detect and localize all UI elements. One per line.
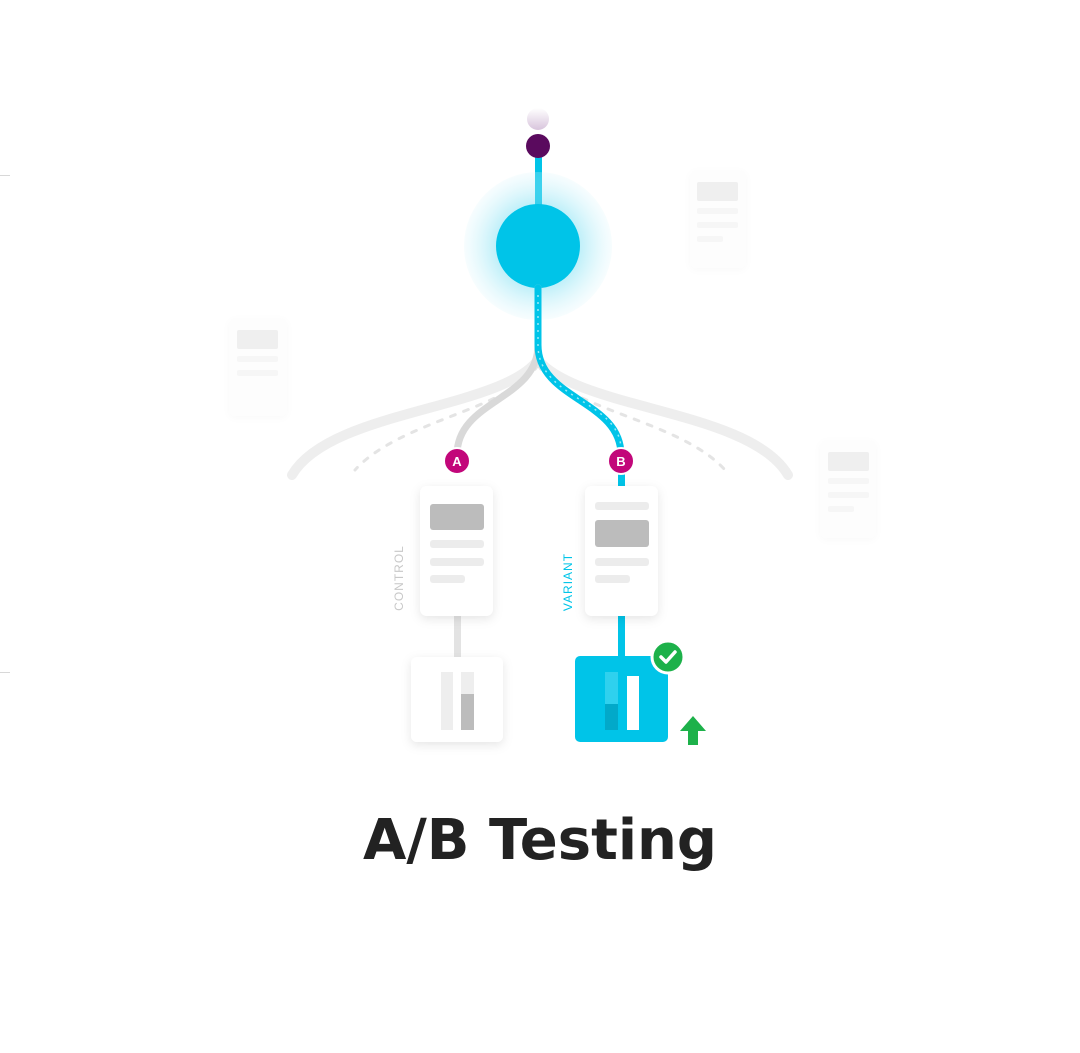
incoming-dot: [526, 134, 550, 158]
bg-card-right: [820, 440, 876, 538]
bg-card-left: [229, 318, 287, 416]
variant-result-bar-1-fill: [605, 704, 618, 730]
edge-tick-top: [0, 175, 10, 176]
control-label: CONTROL: [392, 545, 406, 611]
bg-dash-right: [536, 363, 727, 472]
control-result-bar-1: [441, 672, 453, 730]
variant-result-chart: [575, 656, 668, 742]
badge-b: B: [607, 447, 635, 475]
page-title: A/B Testing: [363, 808, 717, 873]
variant-result-bar-2: [627, 676, 639, 730]
control-card: [420, 486, 493, 616]
connector-b: [618, 616, 625, 660]
bg-path-far-left: [287, 355, 543, 480]
badge-b-text: B: [616, 454, 625, 469]
badge-a: A: [443, 447, 471, 475]
bg-card-top-right: [690, 170, 746, 268]
hub-core: [496, 204, 580, 288]
control-result-bar-2-fill: [461, 694, 474, 730]
bg-dash-left: [353, 363, 540, 472]
background-dashes: [353, 363, 727, 472]
background-paths: [287, 355, 793, 480]
check-icon: [650, 639, 686, 675]
connector-a: [454, 616, 461, 660]
variant-card: [585, 486, 658, 616]
arrow-up-icon: [680, 716, 706, 745]
control-result-chart: [411, 657, 503, 742]
connector-b-top: [618, 470, 625, 488]
edge-tick-bottom: [0, 672, 10, 673]
incoming-dot-faded: [527, 108, 549, 130]
badge-a-text: A: [452, 454, 462, 469]
bg-path-far-right: [533, 355, 793, 480]
branch-b-path: [534, 284, 625, 459]
variant-label: VARIANT: [561, 553, 575, 611]
